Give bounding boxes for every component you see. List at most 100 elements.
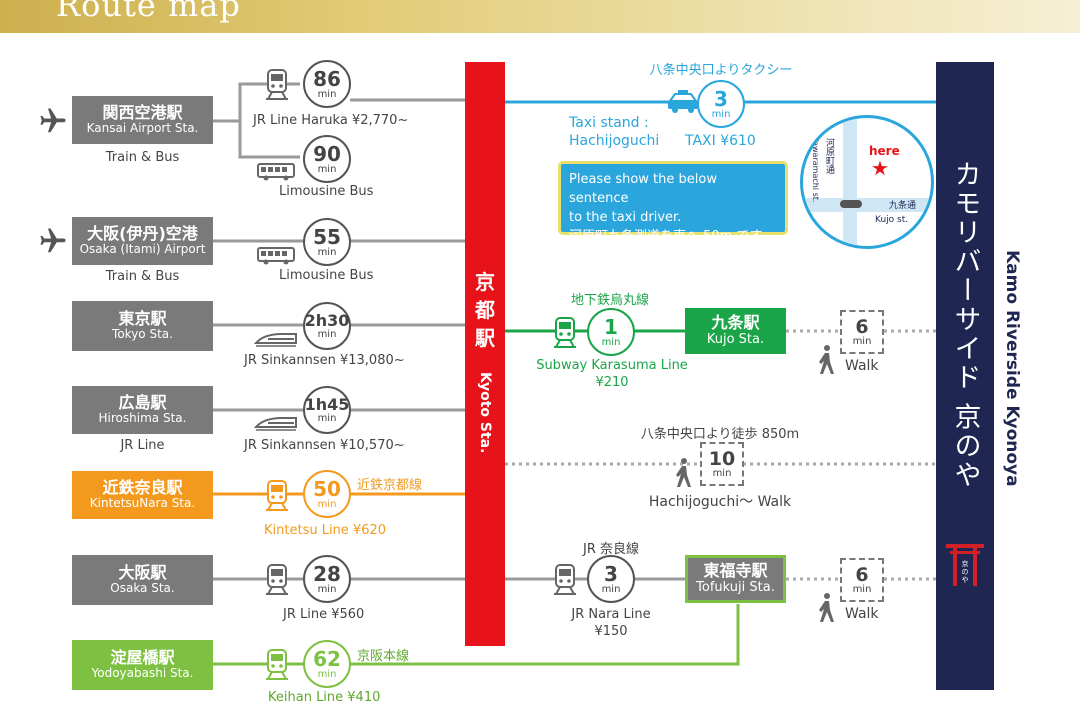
origin-yodoyabashi-jp: 淀屋橋駅	[110, 647, 175, 667]
mini-map-here: here	[869, 144, 900, 158]
route-itami-bus-label: Limousine Bus	[279, 268, 374, 283]
time-value: 1	[604, 314, 618, 339]
subway-label: Subway Karasuma Line	[536, 358, 688, 373]
time-value: 2h30	[304, 310, 350, 330]
station-tofukuji: 東福寺駅 Tofukuji Sta.	[685, 555, 786, 603]
svg-text:の: の	[962, 568, 969, 576]
kyoto-station-jp: 京都駅	[475, 270, 495, 350]
taxi-driver-note: Please show the below sentence to the ta…	[558, 161, 788, 244]
station-tofukuji-en: Tofukuji Sta.	[696, 579, 775, 595]
time-value: 10	[708, 447, 736, 470]
origin-yodoyabashi-en: Yodoyabashi Sta.	[91, 666, 194, 681]
hotel-name-jp: カモリバーサイド 京のや	[949, 160, 981, 490]
time-hiroshima: 1h45 min	[303, 386, 351, 434]
time-kintetsu: 50 min	[303, 470, 351, 518]
jr-nara-fare: ¥150	[594, 624, 628, 639]
time-unit: min	[317, 163, 337, 175]
kyoto-station-en: Kyoto Sta.	[477, 372, 493, 454]
shinkansen-icon	[254, 417, 297, 431]
train-icon	[266, 564, 288, 595]
time-tokyo: 2h30 min	[303, 302, 351, 350]
line-kansai-bus	[238, 121, 300, 159]
origin-kintetsu-en: KintetsuNara Sta.	[89, 496, 196, 511]
hotel-name-en: Kamo Riverside Kyonoya	[1002, 250, 1022, 487]
origin-osaka: 大阪駅 Osaka Sta.	[72, 555, 213, 605]
route-keihan-label: Keihan Line ¥410	[268, 690, 381, 705]
origin-hiroshima-en: Hiroshima Sta.	[98, 411, 187, 426]
taxi-icon	[668, 90, 698, 113]
origin-kansai-jp: 関西空港駅	[102, 102, 183, 122]
route-kintetsu-line-jp: 近鉄京都線	[357, 478, 423, 493]
taxi-stand-name: Hachijoguchi	[569, 133, 660, 149]
mini-map-street1-en: Kawaramachi st.	[811, 136, 820, 203]
time-value: 6	[855, 315, 869, 338]
origin-kansai-en: Kansai Airport Sta.	[86, 121, 199, 136]
time-subway: 1 min	[587, 308, 635, 356]
walk-tofukuji-time: 6 min	[840, 558, 884, 602]
route-tokyo-label: JR Sinkannsen ¥13,080~	[244, 353, 405, 368]
mini-map-street2-en: Kujo st.	[875, 215, 909, 225]
walk-direct-time: 10 min	[700, 442, 744, 486]
station-kujo-jp: 九条駅	[711, 313, 760, 333]
origin-hiroshima-jp: 広島駅	[118, 392, 167, 412]
mini-map-street2-jp: 九条通	[889, 201, 917, 211]
walk-kujo-label: Walk	[845, 358, 879, 374]
origin-yodoyabashi: 淀屋橋駅 Yodoyabashi Sta.	[72, 640, 213, 690]
train-icon	[266, 480, 288, 511]
train-icon	[266, 69, 288, 100]
time-value: 55	[313, 224, 341, 249]
time-value: 90	[313, 141, 341, 166]
taxi-fare: TAXI ¥610	[685, 133, 756, 149]
time-unit: min	[317, 498, 337, 510]
time-itami-bus: 55 min	[303, 218, 351, 266]
hotel-logo-torii-icon: 京 の や	[946, 544, 984, 586]
time-osaka: 28 min	[303, 555, 351, 603]
shinkansen-icon	[254, 333, 297, 347]
taxi-note-line3: 河原町九条測道を東へ 50m です。	[569, 229, 775, 244]
time-unit: min	[317, 668, 337, 680]
origin-kansai-note: Train & Bus	[105, 150, 180, 165]
header-title: Route map	[56, 0, 241, 24]
route-hiroshima-label: JR Sinkannsen ¥10,570~	[244, 438, 405, 453]
subway-fare: ¥210	[595, 375, 629, 390]
time-taxi: 3 min	[697, 80, 745, 128]
svg-text:京: 京	[962, 559, 969, 568]
time-value: 3	[714, 86, 728, 111]
train-icon	[554, 317, 576, 348]
origin-itami-airport: 大阪(伊丹)空港 Osaka (Itami) Airport	[72, 217, 213, 265]
station-tofukuji-jp: 東福寺駅	[703, 561, 768, 581]
taxi-jp-label: 八条中央口よりタクシー	[649, 63, 793, 78]
origin-tokyo: 東京駅 Tokyo Sta.	[72, 301, 213, 351]
station-kujo-en: Kujo Sta.	[706, 331, 765, 347]
origin-kansai-airport: 関西空港駅 Kansai Airport Sta.	[72, 96, 213, 144]
walking-person-icon	[819, 345, 834, 374]
time-unit: min	[317, 583, 337, 595]
time-yodoyabashi: 62 min	[303, 640, 351, 688]
time-value: 86	[313, 66, 341, 91]
mini-map-street-horizontal	[803, 198, 931, 212]
subway-jp-label: 地下鉄烏丸線	[570, 293, 650, 308]
bus-icon	[257, 163, 295, 181]
origin-kintetsu-nara: 近鉄奈良駅 KintetsuNara Sta.	[72, 471, 213, 519]
time-value: 28	[313, 561, 341, 586]
taxi-note-line1: Please show the below sentence	[569, 172, 717, 206]
origin-kintetsu-jp: 近鉄奈良駅	[102, 477, 183, 497]
kyoto-station-bar	[465, 62, 505, 646]
mini-map: 河原町通 Kawaramachi st. here ★ 九条通 Kujo st.	[800, 115, 934, 249]
time-value: 50	[313, 476, 341, 501]
route-kansai-bus-label: Limousine Bus	[279, 184, 374, 199]
time-unit: min	[852, 335, 872, 347]
origin-itami-en: Osaka (Itami) Airport	[79, 242, 206, 257]
route-osaka-label: JR Line ¥560	[283, 607, 365, 622]
time-unit: min	[711, 108, 731, 120]
origin-itami-note: Train & Bus	[105, 269, 180, 284]
line-keihan	[213, 604, 740, 666]
mini-map-star-icon: ★	[871, 156, 889, 180]
hotel-bar	[936, 62, 994, 690]
origin-hiroshima: 広島駅 Hiroshima Sta.	[72, 386, 213, 434]
time-unit: min	[712, 467, 732, 479]
jr-nara-jp: JR 奈良線	[583, 542, 639, 557]
time-value: 1h45	[304, 394, 350, 414]
time-value: 3	[604, 561, 618, 586]
mini-map-street1-jp: 河原町通	[824, 138, 834, 174]
